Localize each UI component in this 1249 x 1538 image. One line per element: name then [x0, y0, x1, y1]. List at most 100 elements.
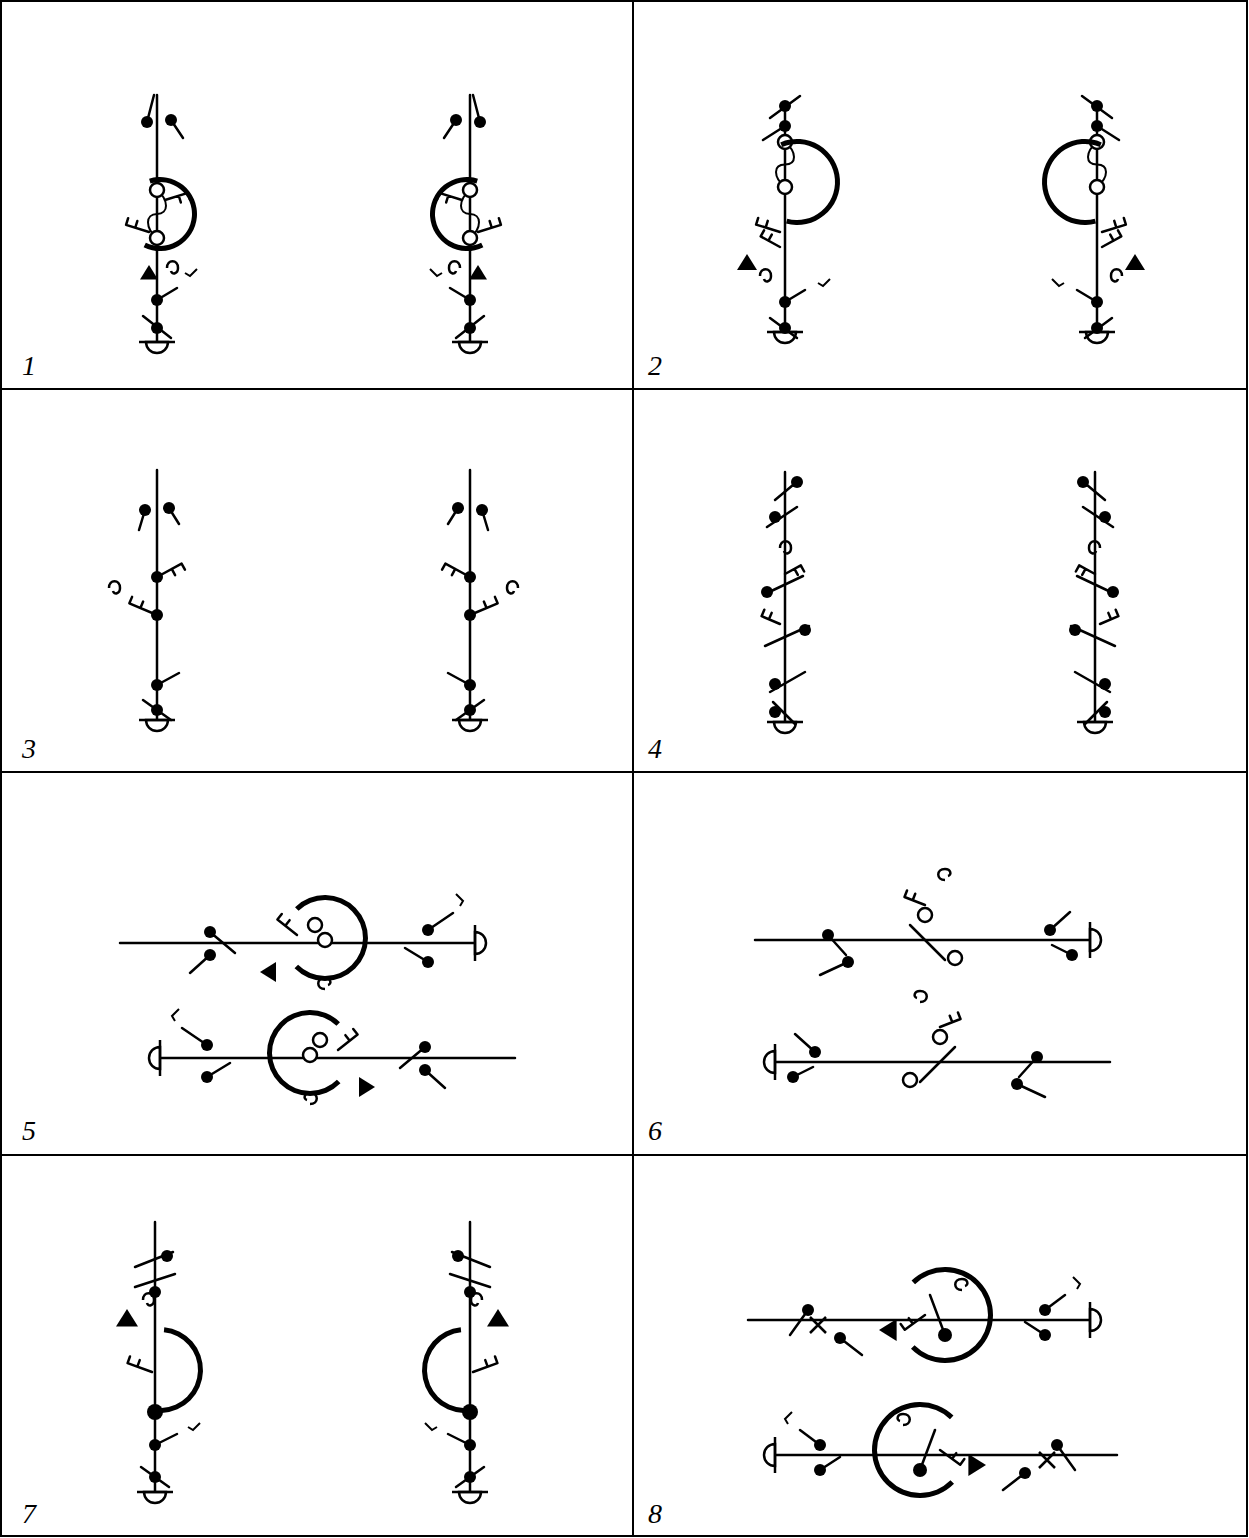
direction-triangle — [1125, 254, 1145, 270]
base-line — [452, 341, 488, 344]
stick-figure — [430, 95, 501, 353]
limb-line — [469, 1222, 472, 1492]
hook-mark — [449, 261, 460, 273]
stick-figure — [1069, 472, 1119, 733]
tick-mark — [1052, 279, 1064, 286]
limb-line — [920, 1047, 955, 1082]
rake-mark — [1102, 230, 1121, 247]
hook-mark — [780, 541, 791, 553]
hook-mark — [955, 1279, 967, 1290]
turn-crescent — [162, 1327, 203, 1413]
tick-mark — [1073, 1277, 1080, 1289]
rake-mark — [157, 564, 185, 577]
open-ring — [918, 908, 932, 922]
tick-mark — [456, 894, 463, 906]
limb-line — [160, 1057, 515, 1060]
open-ring — [308, 918, 322, 932]
limb-line — [910, 925, 945, 960]
limb-line — [763, 126, 785, 140]
limb-line — [767, 507, 797, 527]
direction-triangle — [140, 265, 158, 279]
tick-mark — [818, 279, 830, 286]
limb-line — [400, 1047, 425, 1068]
rake-mark — [473, 1357, 497, 1372]
hook-mark — [898, 1414, 910, 1425]
base-line — [474, 925, 477, 961]
limb-line — [1085, 702, 1107, 724]
rake-mark — [437, 193, 462, 203]
turn-crescent — [144, 177, 197, 251]
limb-line — [448, 508, 458, 524]
limb-line — [428, 913, 453, 930]
rake-mark — [470, 597, 498, 615]
open-ring — [933, 1030, 947, 1044]
rake-mark — [1102, 218, 1126, 232]
cross-mark — [1039, 1452, 1055, 1468]
rake-mark — [129, 597, 157, 615]
turn-crescent — [1042, 139, 1102, 225]
stick-figure — [764, 1402, 1117, 1498]
base-line — [774, 1437, 777, 1473]
limb-line — [450, 288, 470, 300]
base-semicircle — [764, 1444, 775, 1466]
hook-mark — [167, 261, 178, 273]
stick-figure — [109, 470, 185, 731]
base-line — [767, 721, 803, 724]
base-line — [1089, 1302, 1092, 1338]
limb-line — [147, 95, 154, 122]
joint-dot — [147, 1404, 163, 1420]
grid-line — [1, 1154, 1248, 1156]
limb-line — [1017, 1084, 1045, 1097]
tick-mark — [785, 1412, 792, 1424]
panel-number: 4 — [648, 735, 662, 763]
limb-line — [135, 1252, 173, 1267]
limb-line — [473, 95, 480, 122]
limb-line — [139, 510, 145, 530]
rake-mark — [1100, 610, 1118, 624]
rake-mark — [165, 193, 190, 203]
tick-mark — [172, 1009, 179, 1021]
limb-line — [773, 702, 795, 724]
stick-figure — [126, 95, 197, 353]
base-line — [159, 1040, 162, 1076]
limb-line — [456, 700, 484, 720]
base-semicircle — [149, 1047, 160, 1069]
stick-figure — [116, 1222, 203, 1503]
limb-line — [456, 1467, 484, 1487]
limb-line — [210, 932, 235, 953]
limb-line — [452, 1252, 490, 1267]
base-line — [774, 1044, 777, 1080]
limb-line — [1077, 576, 1115, 594]
stick-figure — [755, 869, 1101, 975]
limb-line — [1075, 672, 1110, 692]
limb-line — [448, 1434, 470, 1445]
limb-line — [1019, 1057, 1037, 1077]
limb-line — [1097, 126, 1119, 140]
limb-line — [444, 120, 456, 138]
limb-line — [141, 1467, 169, 1487]
rake-mark — [128, 1357, 152, 1372]
stick-figure — [748, 1267, 1101, 1363]
tick-mark — [425, 1423, 437, 1430]
tick-mark — [430, 269, 442, 276]
hook-mark — [938, 869, 950, 880]
base-semicircle — [1084, 722, 1106, 733]
limb-line — [793, 1067, 813, 1077]
base-semicircle — [459, 1492, 481, 1503]
limb-line — [1057, 1445, 1075, 1470]
open-ring — [903, 1073, 917, 1087]
rake-mark — [478, 218, 501, 232]
joint-dot — [149, 1286, 161, 1298]
hook-mark — [305, 1093, 317, 1104]
rake-mark — [761, 230, 780, 247]
limb-line — [1050, 912, 1070, 930]
limb-line — [920, 1430, 935, 1470]
panel-number: 2 — [648, 352, 662, 380]
limb-line — [155, 1434, 177, 1445]
rake-mark — [277, 914, 297, 935]
panel-number: 8 — [648, 1500, 662, 1528]
limb-line — [795, 1034, 815, 1052]
limb-line — [1052, 945, 1072, 955]
limb-line — [1003, 1473, 1025, 1490]
